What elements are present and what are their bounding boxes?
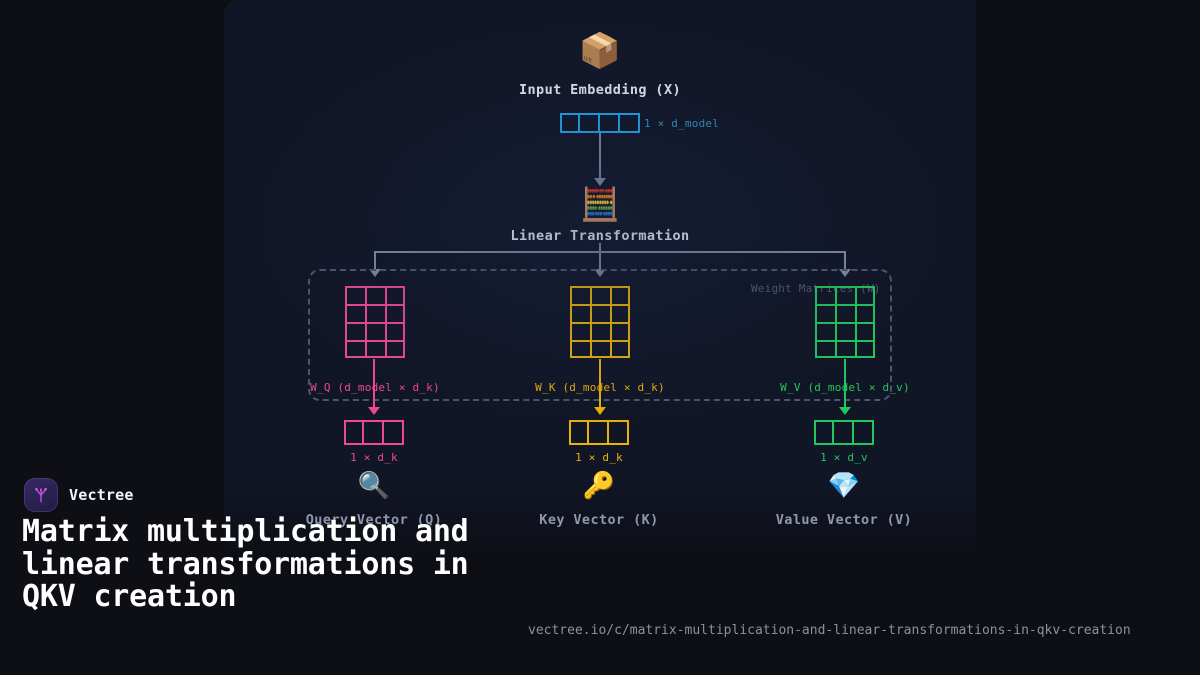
- linear-transformation-label: Linear Transformation: [510, 228, 690, 244]
- vector-cell: [384, 420, 404, 445]
- arrowhead-wk-to-key: [594, 407, 606, 415]
- connector-leg-wq: [374, 251, 376, 271]
- matrix-cell: [590, 304, 610, 322]
- key-vector-label: Key Vector (K): [539, 512, 659, 528]
- matrix-cell: [590, 340, 610, 358]
- input-embedding-label: Input Embedding (X): [518, 82, 682, 98]
- matrix-w-v: [815, 286, 875, 358]
- vector-cell: [834, 420, 854, 445]
- matrix-w-k: [570, 286, 630, 358]
- connector-wq-to-query: [373, 359, 375, 409]
- vectree-tree-logo-icon: [24, 478, 58, 512]
- matrix-cell: [835, 322, 855, 340]
- matrix-cell: [855, 322, 875, 340]
- diagram-panel: 📦 Input Embedding (X) 1 × d_model 🧮 Line…: [224, 0, 976, 560]
- package-box-icon: 📦: [578, 31, 622, 71]
- matrix-cell: [855, 304, 875, 322]
- magnifying-glass-icon: 🔍: [357, 471, 391, 501]
- matrix-cell: [835, 304, 855, 322]
- connector-wv-to-value: [844, 359, 846, 409]
- vector-cell: [344, 420, 364, 445]
- matrix-cell: [345, 304, 365, 322]
- arrowhead-leg-wv: [839, 269, 851, 277]
- query-vector-dim-label: 1 × d_k: [350, 451, 398, 464]
- matrix-cell: [610, 340, 630, 358]
- vector-cell: [854, 420, 874, 445]
- input-embedding-vector: [560, 113, 640, 133]
- matrix-cell: [835, 286, 855, 304]
- matrix-cell: [345, 340, 365, 358]
- matrix-cell: [385, 322, 405, 340]
- matrix-cell: [345, 286, 365, 304]
- arrowhead-leg-wk: [594, 269, 606, 277]
- matrix-cell: [610, 322, 630, 340]
- diagram-stage: 📦 Input Embedding (X) 1 × d_model 🧮 Line…: [224, 0, 976, 560]
- matrix-cell: [590, 286, 610, 304]
- matrix-cell: [815, 322, 835, 340]
- query-vector-label: Query Vector (Q): [305, 512, 443, 528]
- value-vector-dim-label: 1 × d_v: [820, 451, 868, 464]
- matrix-cell: [365, 340, 385, 358]
- vector-cell: [609, 420, 629, 445]
- footer-url[interactable]: vectree.io/c/matrix-multiplication-and-l…: [528, 623, 1131, 638]
- matrix-cell: [385, 304, 405, 322]
- brand: Vectree: [24, 478, 134, 512]
- vector-cell: [580, 113, 600, 133]
- matrix-cell: [570, 286, 590, 304]
- matrix-cell: [815, 286, 835, 304]
- arrowhead-input-to-linear: [594, 178, 606, 186]
- matrix-cell: [365, 286, 385, 304]
- arrowhead-wv-to-value: [839, 407, 851, 415]
- vector-cell: [600, 113, 620, 133]
- connector-fanout-bus: [374, 251, 846, 253]
- matrix-cell: [855, 340, 875, 358]
- connector-input-to-linear: [599, 133, 601, 180]
- query-vector: [344, 420, 404, 445]
- matrix-cell: [570, 322, 590, 340]
- arrowhead-leg-wq: [369, 269, 381, 277]
- key-vector: [569, 420, 629, 445]
- gem-diamond-icon: 💎: [827, 471, 861, 501]
- matrix-cell: [815, 340, 835, 358]
- matrix-cell: [835, 340, 855, 358]
- vector-cell: [589, 420, 609, 445]
- vector-cell: [814, 420, 834, 445]
- connector-leg-wk: [599, 251, 601, 271]
- matrix-w-q-label: W_Q (d_model × d_k): [310, 381, 440, 394]
- matrix-cell: [385, 286, 405, 304]
- vector-cell: [560, 113, 580, 133]
- vector-cell: [620, 113, 640, 133]
- arrowhead-wq-to-query: [368, 407, 380, 415]
- key-vector-dim-label: 1 × d_k: [575, 451, 623, 464]
- abacus-icon: 🧮: [580, 185, 620, 223]
- matrix-cell: [385, 340, 405, 358]
- vector-cell: [569, 420, 589, 445]
- matrix-cell: [590, 322, 610, 340]
- matrix-cell: [610, 286, 630, 304]
- brand-name: Vectree: [69, 486, 134, 504]
- matrix-cell: [855, 286, 875, 304]
- connector-wk-to-key: [599, 359, 601, 409]
- key-icon: 🔑: [582, 471, 616, 501]
- matrix-cell: [610, 304, 630, 322]
- matrix-cell: [365, 322, 385, 340]
- matrix-w-q: [345, 286, 405, 358]
- connector-leg-wv: [844, 251, 846, 271]
- matrix-cell: [570, 340, 590, 358]
- page-title: Matrix multiplication and linear transfo…: [22, 514, 469, 615]
- matrix-cell: [345, 322, 365, 340]
- input-vector-dim-label: 1 × d_model: [644, 117, 720, 130]
- value-vector: [814, 420, 874, 445]
- vector-cell: [364, 420, 384, 445]
- connector-linear-stem: [599, 243, 601, 253]
- value-vector-label: Value Vector (V): [775, 512, 913, 528]
- matrix-cell: [815, 304, 835, 322]
- matrix-cell: [570, 304, 590, 322]
- matrix-cell: [365, 304, 385, 322]
